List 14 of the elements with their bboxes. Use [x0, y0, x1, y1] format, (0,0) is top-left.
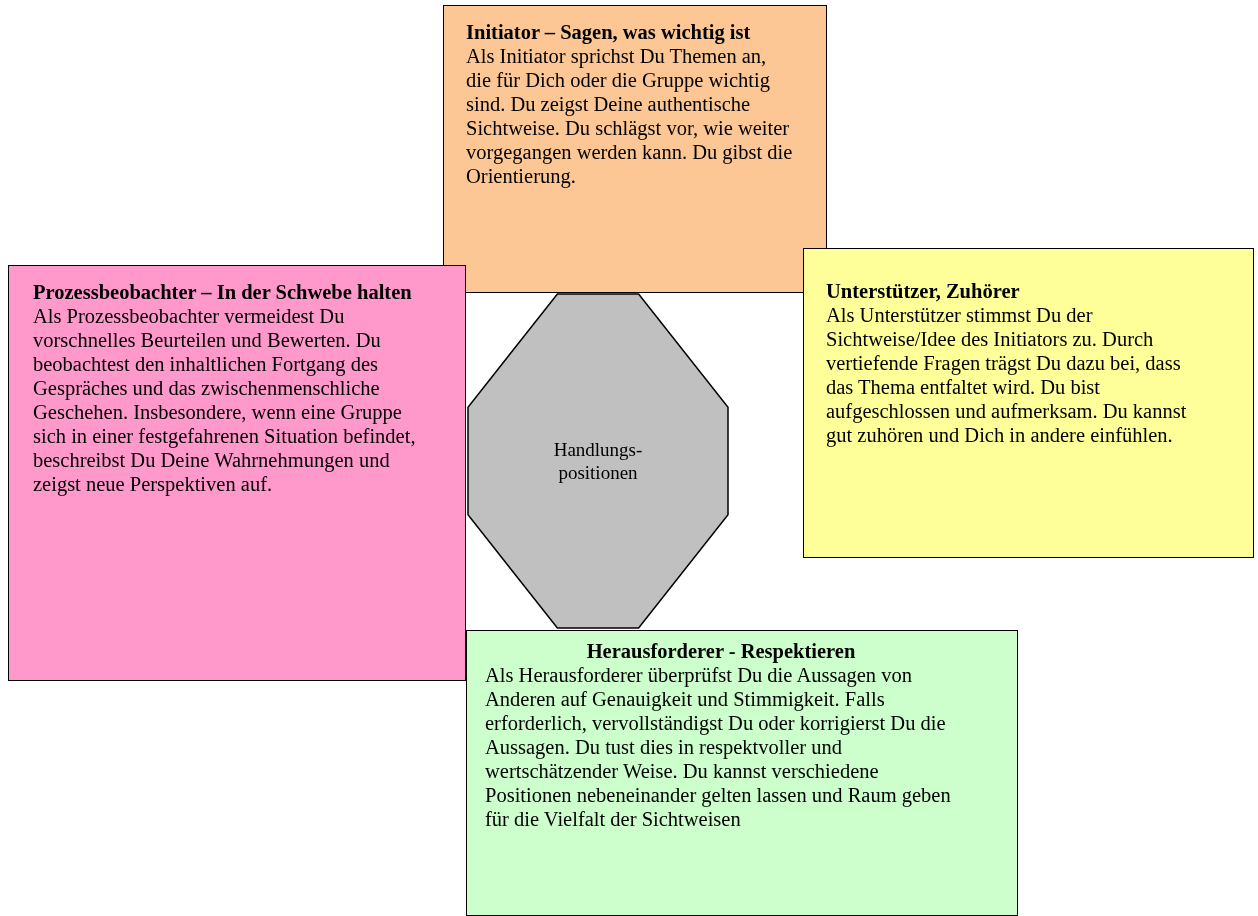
- card-heading: Herausforderer - Respektieren: [585, 639, 857, 663]
- card-text: Als Prozessbeobachter vermeidest Du vorschnelles Beurteilen und Bewerten. Du beobachtest den inhaltlichen Fortgang des Gespräches und das zwischenmenschliche Geschehen. Insbesondere, wenn eine Gruppe sich in einer festgefahrenen Situation befindet, beschreibst Du Deine Wahrnehmungen und zeigst neue Perspektiven auf.: [33, 304, 417, 496]
- card-heading: Initiator – Sagen, was wichtig ist: [466, 20, 752, 44]
- role-card: [443, 5, 827, 293]
- octagon-shape: [467, 293, 729, 629]
- center-label: Handlungs- positionen: [552, 438, 644, 484]
- card-heading: Unterstützer, Zuhörer: [826, 279, 1021, 303]
- card-text: Als Herausforderer überprüfst Du die Aussagen von Anderen auf Genauigkeit und Stimmigkeit. Falls erforderlich, vervollständigst Du oder korrigierst Du die Aussagen. Du tust dies in respektvoller und wertschätzender Weise. Du kannst verschiedene Positionen nebeneinander gelten lassen und Raum geben für die Vielfalt der Sichtweisen: [485, 663, 952, 831]
- card-text: Als Initiator sprichst Du Themen an, die für Dich oder die Gruppe wichtig sind. Du zeigst Deine authentische Sichtweise. Du schlägst vor, wie weiter vorgegangen werden kann. Du gibst die Orientierung.: [466, 44, 794, 188]
- role-card: [803, 248, 1254, 558]
- card-text: Als Unterstützer stimmst Du der Sichtweise/Idee des Initiators zu. Durch vertiefende Fragen trägst Du dazu bei, dass das Thema entfaltet wird. Du bist aufgeschlossen und aufmerksam. Du kannst gut zuhören und Dich in andere einfühlen.: [826, 303, 1188, 447]
- card-heading: Prozessbeobachter – In der Schwebe halten: [33, 280, 413, 304]
- role-card: [466, 630, 1018, 916]
- role-card: [8, 265, 466, 681]
